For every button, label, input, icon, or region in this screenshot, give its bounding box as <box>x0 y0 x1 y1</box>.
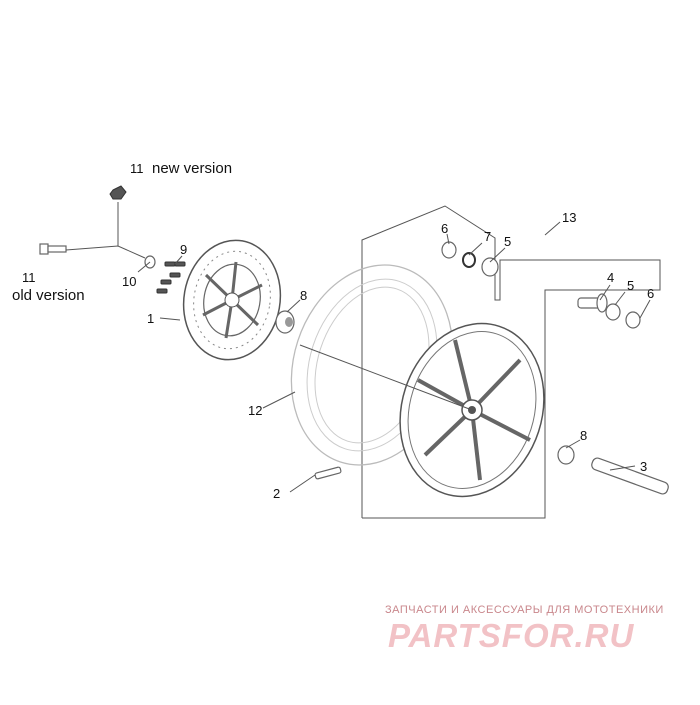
bearing-top <box>481 257 499 277</box>
circlip <box>462 252 476 268</box>
callout-axle: 3 <box>640 459 647 474</box>
callout-spacer-right: 8 <box>580 428 587 443</box>
callout-screw: 9 <box>180 242 187 257</box>
callout-bearing-right: 5 <box>627 278 634 293</box>
callout-bolt-new: 11 <box>130 161 144 176</box>
disc-screws <box>156 261 186 294</box>
callout-disc: 1 <box>147 311 154 326</box>
spacer-left <box>275 310 295 334</box>
leader-lines <box>137 233 651 493</box>
label-new-version: new version <box>152 160 232 177</box>
ring-right <box>625 311 641 329</box>
callout-ring-top: 6 <box>441 221 448 236</box>
watermark-caption: ЗАПЧАСТИ И АКСЕССУАРЫ ДЛЯ МОТОТЕХНИКИ <box>385 604 664 616</box>
callout-spacer-tube: 4 <box>607 270 614 285</box>
tyre-valve <box>314 466 342 480</box>
watermark-logo: PARTSFOR.RU <box>388 617 635 654</box>
callout-wheel-assembly: 13 <box>562 210 576 225</box>
callout-washer: 10 <box>122 274 136 289</box>
callout-valve: 2 <box>273 486 280 501</box>
callout-spacer-left: 8 <box>300 288 307 303</box>
label-old-version: old version <box>12 287 85 304</box>
callout-bolt-old: 11 <box>22 270 36 285</box>
callout-tyre: 12 <box>248 403 262 418</box>
callout-circlip: 7 <box>484 229 491 244</box>
spacer-tube <box>577 293 608 313</box>
bolt-new-version <box>109 185 127 200</box>
axle <box>591 457 669 495</box>
callout-ring-right: 6 <box>647 286 654 301</box>
brake-disc <box>182 239 282 361</box>
callout-bearing-top: 5 <box>504 234 511 249</box>
wheel-assembly-outline <box>361 205 661 519</box>
bearing-right <box>605 303 621 321</box>
spacer-right <box>557 445 575 465</box>
ring-top <box>441 241 457 259</box>
bolt-old-version <box>39 243 67 255</box>
